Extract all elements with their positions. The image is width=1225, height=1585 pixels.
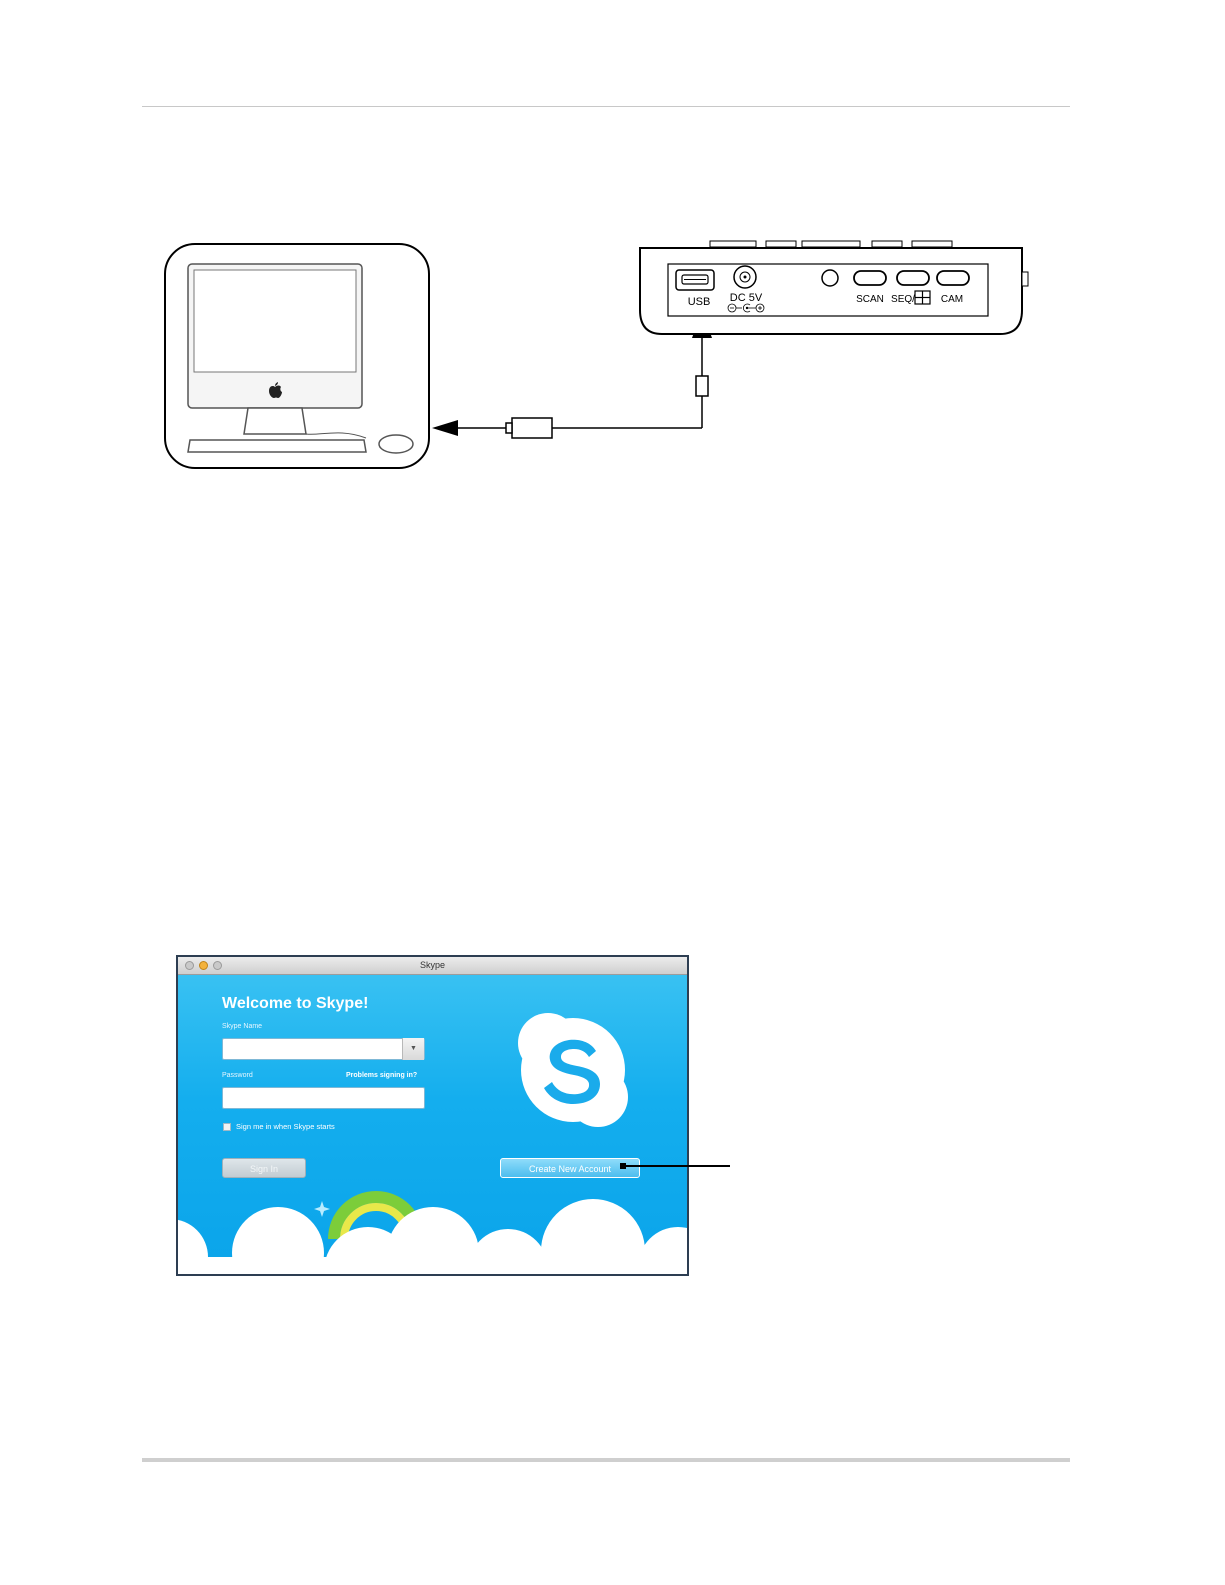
titlebar: Skype	[178, 957, 687, 975]
callout-line	[624, 1165, 730, 1167]
usb-connection-diagram: USB DC 5V SCAN SEQ/ CAM	[160, 238, 1040, 478]
password-label: Password	[222, 1072, 253, 1079]
scan-label: SCAN	[856, 294, 884, 305]
computer-illustration	[165, 244, 429, 468]
quad-grid-icon	[915, 291, 930, 304]
footer-rule	[142, 1458, 1070, 1462]
dc-jack-icon	[734, 266, 756, 288]
remember-label: Sign me in when Skype starts	[236, 1122, 335, 1131]
remember-checkbox[interactable]	[223, 1123, 231, 1131]
chevron-down-icon: ▼	[410, 1045, 417, 1052]
header-rule	[142, 106, 1070, 107]
seq-label: SEQ/	[891, 294, 915, 305]
dc-label: DC 5V	[730, 292, 763, 304]
sparkle-icon	[314, 1201, 330, 1217]
skype-screenshot: Skype Welcome to Skype! Skype Name ▼ Pas…	[176, 955, 689, 1276]
skype-name-dropdown-button[interactable]: ▼	[402, 1038, 424, 1060]
clouds	[178, 1199, 687, 1274]
sign-in-button[interactable]: Sign In	[222, 1158, 306, 1178]
create-new-account-button[interactable]: Create New Account	[500, 1158, 640, 1178]
skype-logo-icon	[514, 1013, 634, 1129]
password-input[interactable]	[222, 1087, 425, 1109]
skype-window: Skype Welcome to Skype! Skype Name ▼ Pas…	[178, 957, 687, 1274]
dvr-device-illustration: USB DC 5V SCAN SEQ/ CAM	[640, 241, 1028, 334]
skype-name-input[interactable]	[222, 1038, 425, 1060]
window-title: Skype	[178, 960, 687, 970]
usb-label: USB	[688, 296, 711, 308]
welcome-heading: Welcome to Skype!	[222, 995, 368, 1013]
usb-port-icon	[676, 270, 714, 290]
cam-label: CAM	[941, 294, 963, 305]
skype-name-label: Skype Name	[222, 1023, 262, 1030]
problems-signing-in-link[interactable]: Problems signing in?	[346, 1072, 417, 1079]
